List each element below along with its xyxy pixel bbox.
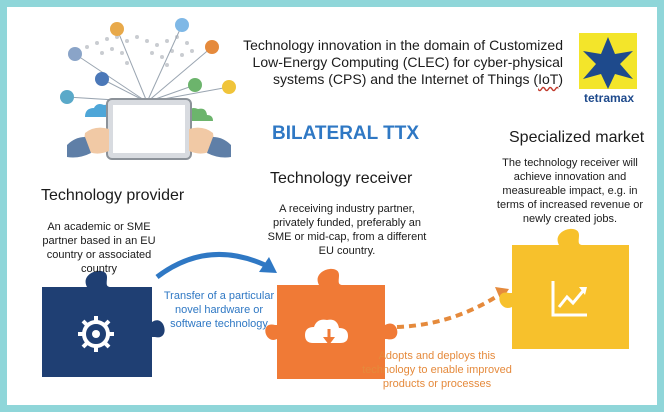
adopt-label: Adopts and deploys this technology to en… [362, 350, 512, 390]
transfer-arrow [155, 252, 277, 279]
device-icon [68, 47, 82, 61]
adopt-arrow [396, 287, 509, 329]
wifi-icon [175, 18, 189, 32]
cloud-icon [110, 22, 124, 36]
iot-illustration [42, 18, 637, 379]
receiver-heading: Technology receiver [270, 170, 413, 187]
camera-icon [60, 90, 74, 104]
receiver-description: A receiving industry partner, privately … [267, 203, 427, 257]
headline-line-3-prefix: systems (CPS) and the Internet of Things… [273, 71, 539, 87]
provider-heading: Technology provider [41, 187, 185, 204]
headline-line-1: Technology innovation in the domain of C… [243, 37, 563, 53]
headline-line-3: systems (CPS) and the Internet of Things… [233, 71, 563, 88]
laptop-icon [95, 72, 109, 86]
tablet-icon [106, 98, 192, 160]
cloud-download-icon [305, 319, 348, 345]
growth-chart-icon [551, 281, 587, 317]
headline: Technology innovation in the domain of C… [233, 37, 563, 88]
provider-description: An academic or SME partner based in an E… [42, 221, 156, 275]
receiver-puzzle-piece [265, 268, 398, 379]
headline-line-2: Low-Energy Computing (CLEC) for cyber-ph… [252, 54, 563, 70]
market-heading: Specialized market [509, 129, 645, 146]
gear-icon [78, 316, 114, 352]
page-title: BILATERAL TTX [272, 123, 420, 144]
market-description: The technology receiver will achieve inn… [496, 157, 644, 225]
logo-wordmark: tetramax [583, 91, 635, 105]
market-puzzle-piece [499, 228, 629, 349]
transfer-label: Transfer of a particular novel hardware … [163, 290, 275, 330]
network-lines [66, 24, 230, 103]
sleeves [67, 137, 231, 158]
provider-puzzle-piece [42, 270, 165, 377]
iot-term: IoT [538, 71, 559, 87]
hands-icon [83, 127, 215, 154]
slide: Technology innovation in the domain of C… [7, 7, 657, 405]
bulb-icon [222, 80, 236, 94]
phone-icon [188, 78, 202, 92]
world-map-icon [85, 35, 194, 67]
lock-icon [205, 40, 219, 54]
tetramax-logo [579, 33, 637, 89]
headline-line-3-suffix: ) [558, 71, 563, 87]
